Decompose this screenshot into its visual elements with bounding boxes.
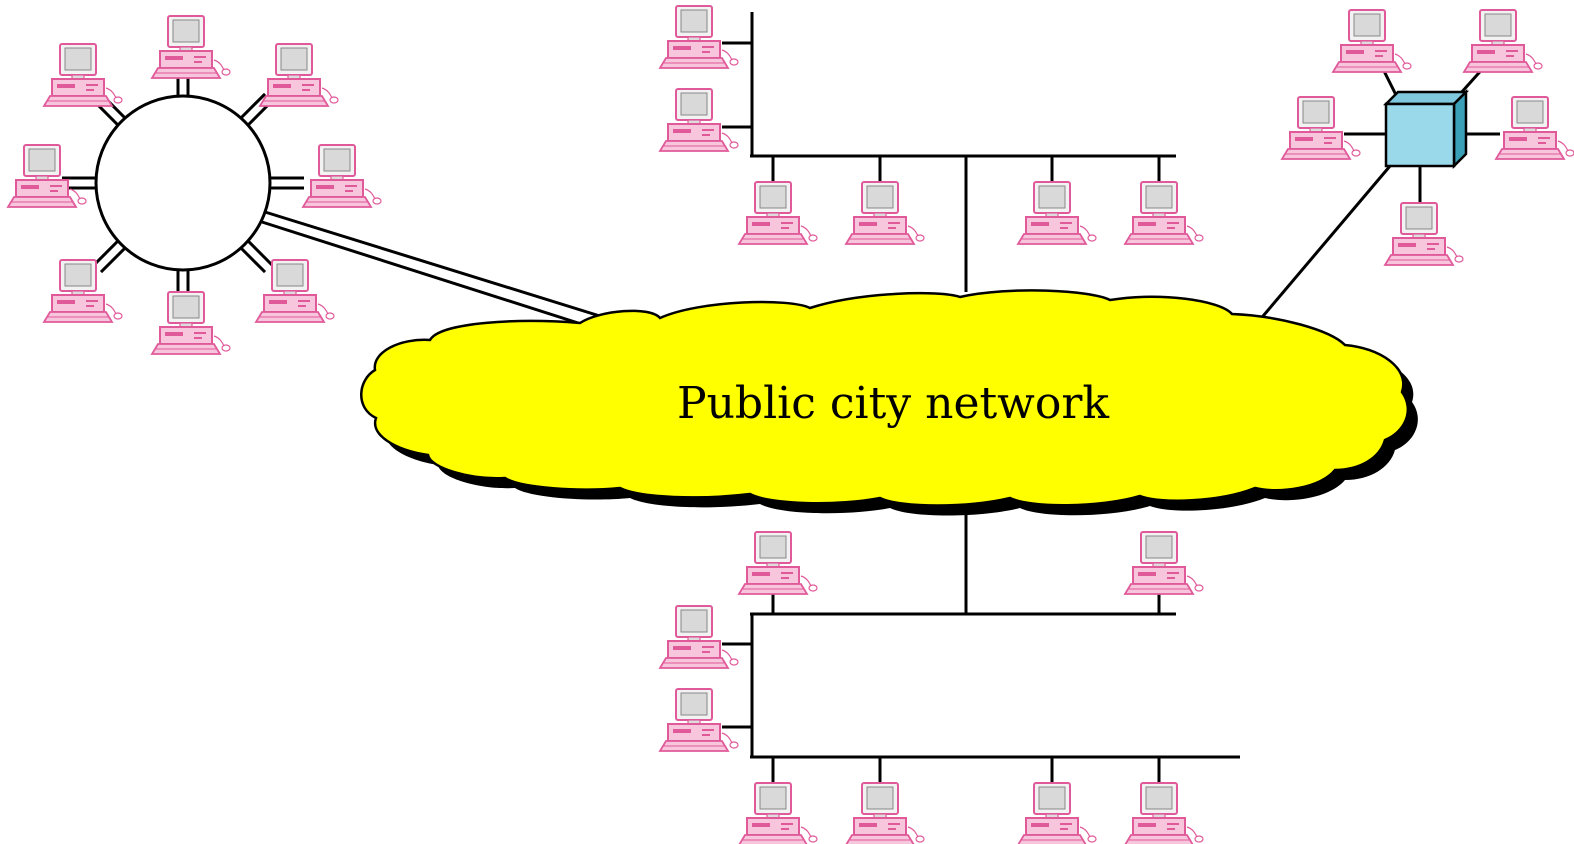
ring-spoke	[239, 246, 267, 274]
computer-icon	[254, 259, 335, 323]
ring-circle	[94, 94, 272, 272]
computer-icon	[658, 605, 739, 669]
computer-icon	[738, 782, 818, 844]
ring-spoke	[239, 92, 267, 120]
computer-icon	[1123, 531, 1204, 595]
computer-icon	[737, 531, 818, 595]
computer-icon	[1016, 181, 1097, 245]
computer-icon	[258, 43, 339, 107]
computer-icon	[150, 291, 231, 355]
ring-spoke	[92, 239, 120, 267]
computers	[6, 5, 1574, 844]
computer-icon	[301, 144, 382, 208]
hub-side	[1452, 88, 1468, 170]
hub-to-cloud-link	[1256, 165, 1392, 323]
cloud-label: Public city network	[677, 378, 1109, 429]
ring-to-cloud-link	[261, 220, 601, 332]
computer-icon	[844, 181, 925, 245]
computer-icon	[1123, 181, 1204, 245]
computer-icon	[1280, 96, 1361, 160]
computer-icon	[6, 144, 87, 208]
computer-icon	[1383, 202, 1464, 266]
hub-icon	[1382, 88, 1470, 170]
computer-icon	[737, 181, 818, 245]
computer-icon	[42, 43, 123, 107]
ring-network	[62, 62, 304, 304]
computer-icon	[1017, 782, 1097, 844]
computer-icon	[658, 688, 739, 752]
ring-spoke	[99, 246, 127, 274]
hub-top	[1382, 90, 1470, 106]
computer-icon	[658, 5, 739, 69]
cloud-shape	[360, 289, 1410, 507]
computer-icon	[42, 259, 123, 323]
computer-icon	[150, 15, 231, 79]
public-city-network-cloud	[360, 289, 1418, 516]
hub-front	[1384, 102, 1456, 168]
computer-icon	[1462, 9, 1543, 73]
computer-icon	[1124, 782, 1204, 844]
computer-icon	[845, 782, 925, 844]
computer-icon	[658, 88, 739, 152]
computer-icon	[1331, 9, 1412, 73]
computer-icon	[1494, 96, 1574, 160]
ring-to-cloud-link	[264, 210, 633, 328]
ring-spoke	[246, 239, 274, 267]
